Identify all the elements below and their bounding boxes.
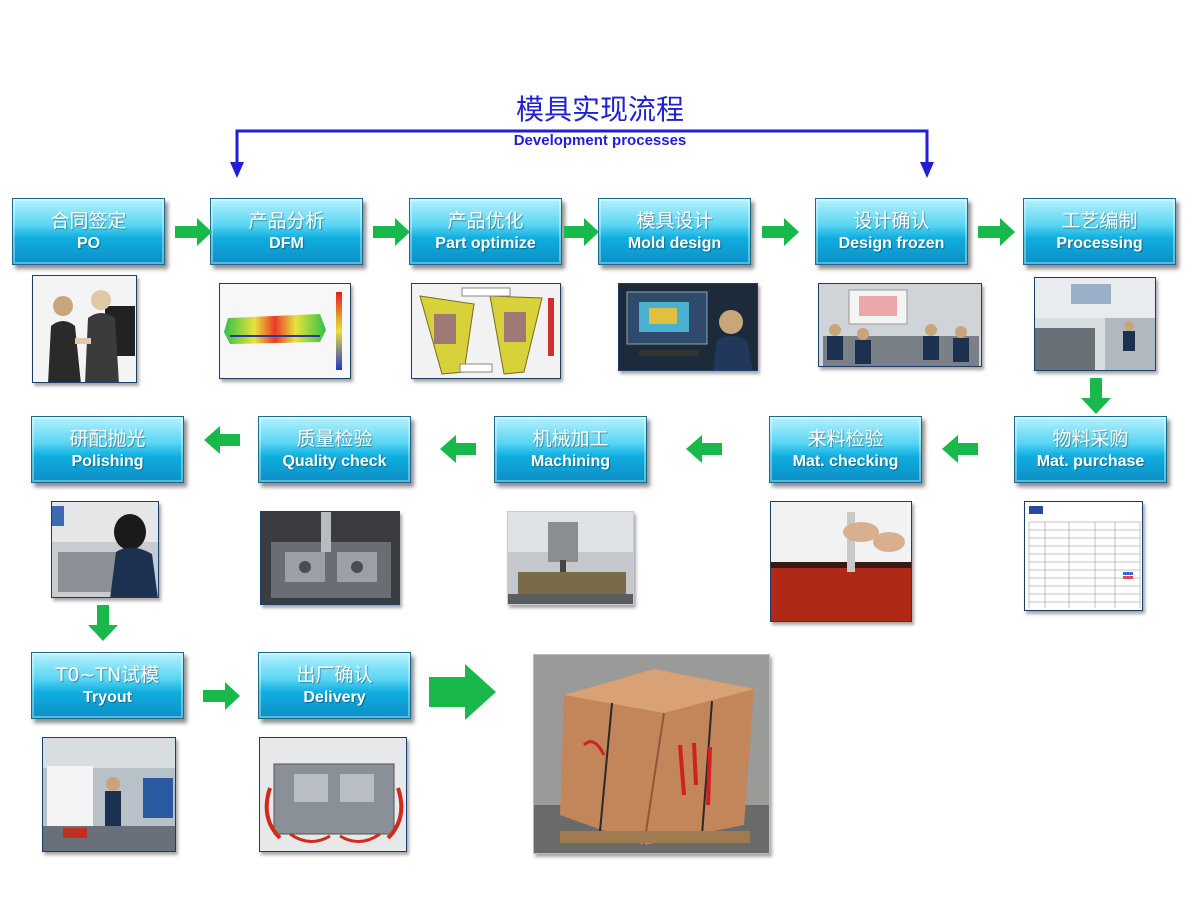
bom-table-illustration — [1028, 506, 1141, 608]
arrow-right-icon — [373, 218, 410, 246]
polishing-illustration — [52, 502, 158, 597]
step-mat-purchase-cn: 物料采购 — [1052, 427, 1129, 450]
photo-part-optimize — [411, 283, 561, 379]
step-part-optimize: 产品优化 Part optimize — [409, 198, 562, 265]
step-design-frozen-cn: 设计确认 — [853, 209, 930, 232]
photo-handshake — [32, 275, 137, 383]
photo-design-review-meeting — [818, 283, 982, 367]
arrow-right-icon — [978, 218, 1015, 246]
arrow-right-icon — [564, 218, 599, 246]
photo-finished-mold — [259, 737, 407, 852]
step-polishing-en: Polishing — [71, 452, 144, 470]
tryout-illustration — [43, 738, 175, 851]
step-mold-design: 模具设计 Mold design — [598, 198, 751, 265]
material-check-illustration — [771, 512, 911, 621]
step-processing-cn: 工艺编制 — [1061, 209, 1138, 232]
step-dfm: 产品分析 DFM — [210, 198, 363, 265]
arrow-left-icon — [686, 435, 722, 463]
photo-machining — [507, 511, 634, 605]
handshake-illustration — [48, 290, 135, 382]
step-machining-en: Machining — [530, 452, 611, 470]
arrow-right-big-icon — [429, 664, 496, 720]
photo-packed-crate — [533, 654, 770, 854]
meeting-illustration — [823, 289, 979, 366]
step-po-cn: 合同签定 — [50, 209, 127, 232]
step-quality-check-en: Quality check — [282, 452, 387, 470]
step-part-optimize-en: Part optimize — [435, 234, 536, 252]
office-illustration — [1035, 278, 1155, 370]
photo-processing-office — [1034, 277, 1156, 371]
arrow-down-icon — [1081, 378, 1111, 414]
finished-mold-illustration — [264, 763, 404, 843]
step-po-en: PO — [76, 234, 101, 252]
arrow-left-icon — [440, 435, 476, 463]
arrow-right-icon — [175, 218, 212, 246]
arrow-right-icon — [762, 218, 799, 246]
arrow-left-icon — [204, 426, 240, 454]
step-polishing: 研配抛光 Polishing — [31, 416, 184, 483]
step-mold-design-cn: 模具设计 — [636, 209, 713, 232]
diagram-subtitle: Development processes — [513, 132, 687, 149]
step-mold-design-en: Mold design — [627, 234, 722, 252]
step-po: 合同签定 PO — [12, 198, 165, 265]
photo-mold-design — [618, 283, 758, 371]
step-part-optimize-cn: 产品优化 — [447, 209, 524, 232]
step-machining: 机械加工 Machining — [494, 416, 647, 483]
step-processing: 工艺编制 Processing — [1023, 198, 1176, 265]
packed-crate-illustration — [534, 669, 769, 853]
photo-polishing — [51, 501, 159, 598]
step-mat-checking: 来料检验 Mat. checking — [769, 416, 922, 483]
quality-check-illustration — [271, 512, 391, 598]
arrow-down-icon — [88, 605, 118, 641]
diagram-title: 模具实现流程 — [515, 93, 684, 126]
machining-illustration — [508, 512, 633, 604]
step-quality-check-cn: 质量检验 — [296, 427, 373, 450]
step-design-frozen-en: Design frozen — [838, 234, 945, 252]
step-polishing-cn: 研配抛光 — [69, 427, 146, 450]
photo-quality-check — [260, 511, 400, 605]
photo-tryout — [42, 737, 176, 852]
step-delivery-cn: 出厂确认 — [296, 663, 373, 686]
step-tryout-en: Tryout — [83, 688, 132, 706]
step-tryout-cn: T0~TN试模 — [55, 663, 160, 686]
photo-bom-document — [1024, 501, 1143, 611]
step-processing-en: Processing — [1056, 234, 1143, 252]
mold-design-illustration — [626, 291, 753, 370]
step-tryout: T0~TN试模 Tryout — [31, 652, 184, 719]
step-dfm-en: DFM — [269, 234, 304, 252]
dfm-heatmap-illustration — [224, 292, 342, 370]
part-optimize-illustration — [419, 287, 554, 375]
photo-dfm-analysis — [219, 283, 351, 379]
step-delivery-en: Delivery — [303, 688, 366, 706]
step-quality-check: 质量检验 Quality check — [258, 416, 411, 483]
step-dfm-cn: 产品分析 — [248, 209, 325, 232]
step-mat-checking-en: Mat. checking — [792, 452, 899, 470]
arrow-right-icon — [203, 682, 240, 710]
arrow-left-icon — [942, 435, 978, 463]
step-machining-cn: 机械加工 — [532, 427, 609, 450]
step-mat-purchase: 物料采购 Mat. purchase — [1014, 416, 1167, 483]
step-mat-checking-cn: 来料检验 — [807, 427, 884, 450]
step-delivery: 出厂确认 Delivery — [258, 652, 411, 719]
photo-material-checking — [770, 501, 912, 622]
step-mat-purchase-en: Mat. purchase — [1036, 452, 1145, 470]
step-design-frozen: 设计确认 Design frozen — [815, 198, 968, 265]
